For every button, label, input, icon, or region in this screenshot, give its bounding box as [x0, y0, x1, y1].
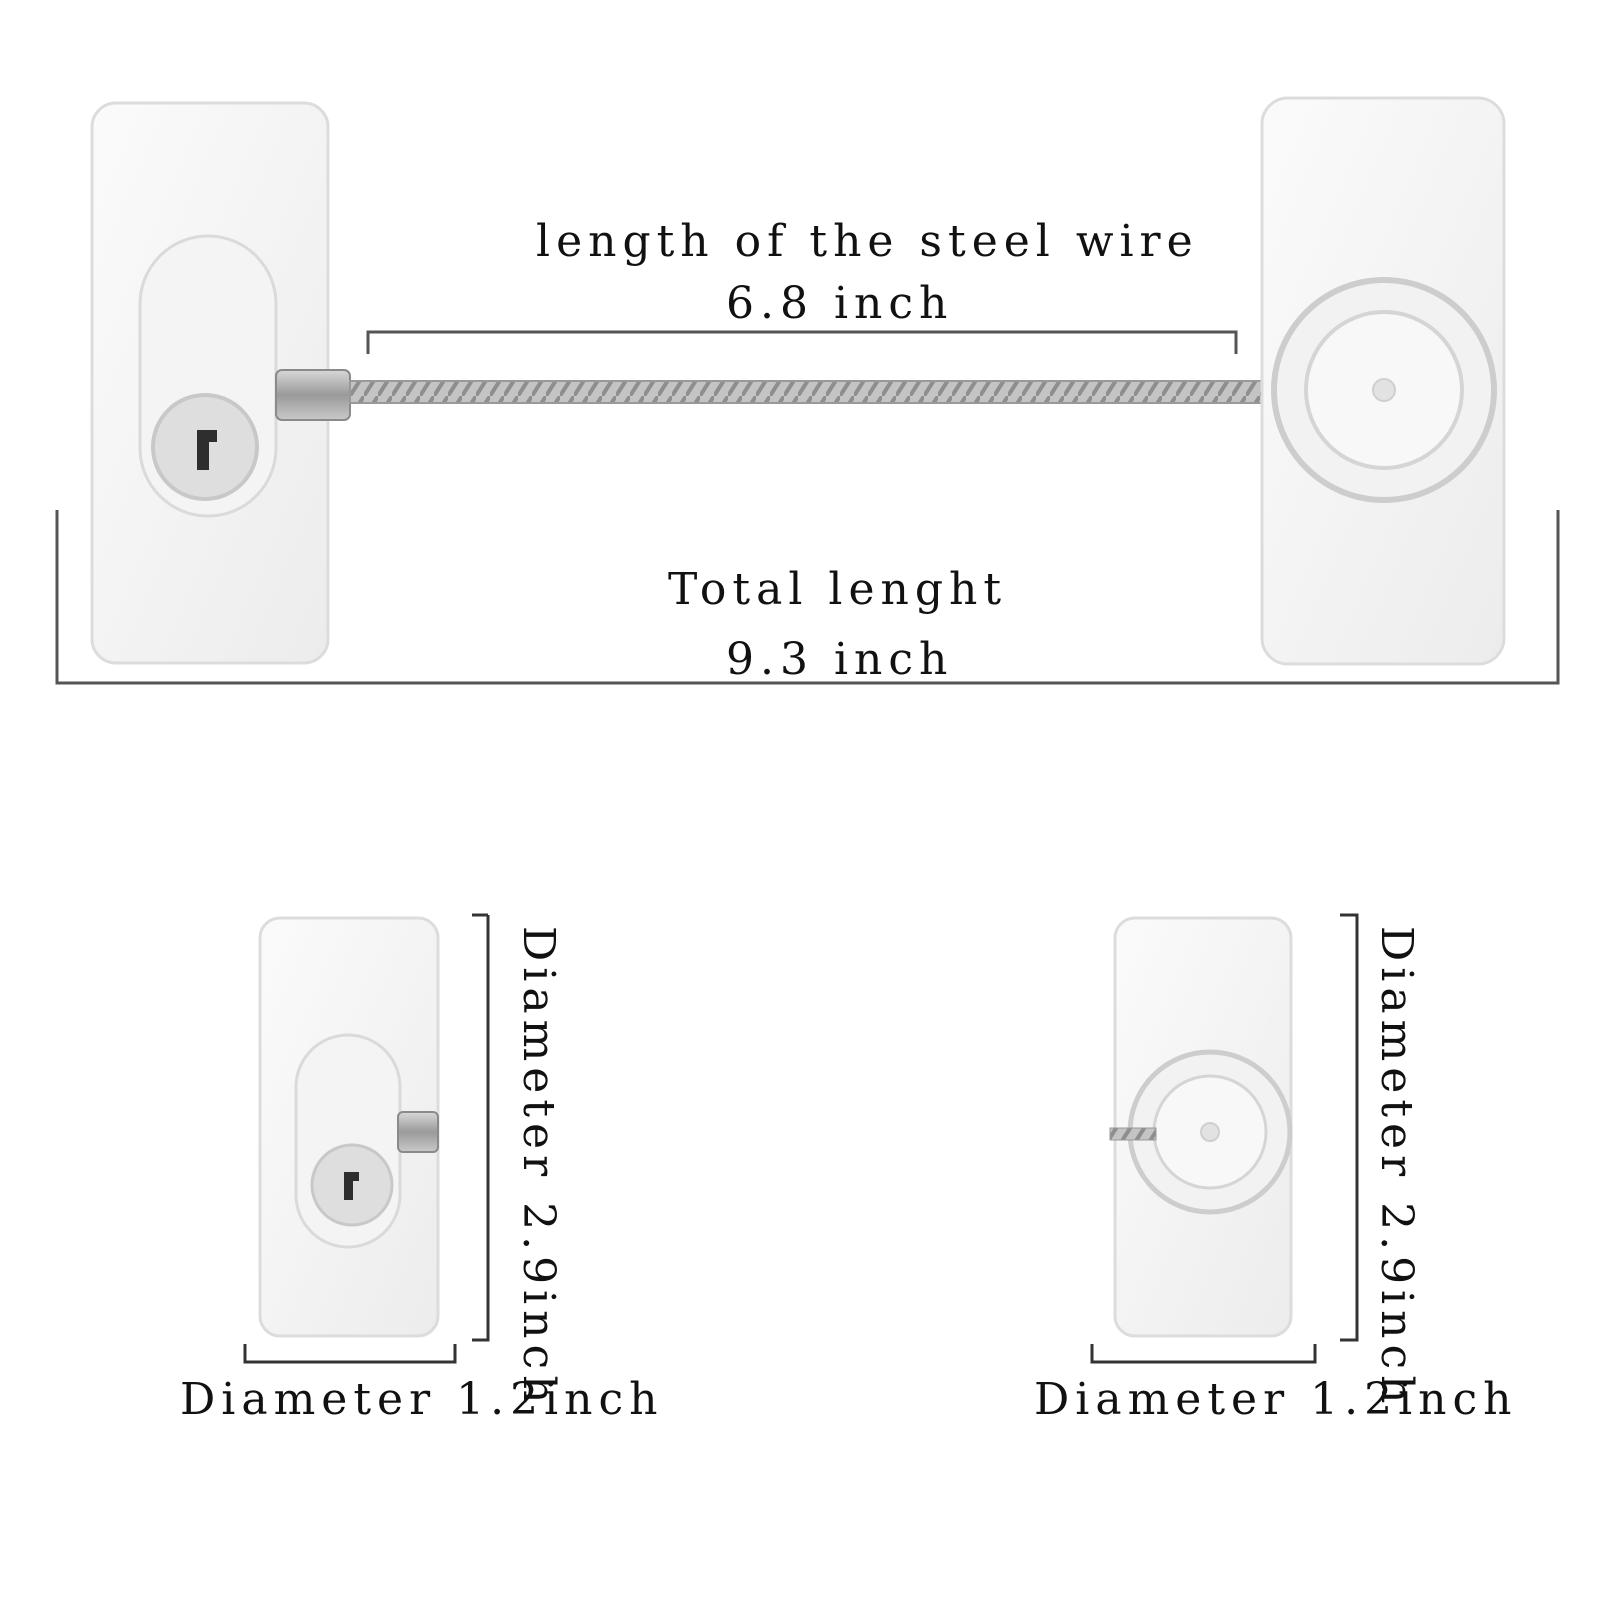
anchor-height-label: Diameter 2.9inch	[1371, 926, 1422, 1410]
lock-width-label: Diameter 1.2inch	[180, 1374, 664, 1425]
total-length-value: 9.3 inch	[726, 634, 954, 685]
steel-cable-icon	[349, 380, 1301, 404]
lock-height-label: Diameter 2.9inch	[513, 926, 564, 1410]
lock-plate-top	[90, 101, 351, 665]
anchor-height-bracket	[1340, 913, 1359, 1342]
anchor-width-label: Diameter 1.2inch	[1034, 1374, 1518, 1425]
wire-length-bracket	[366, 330, 1238, 354]
lock-height-bracket	[472, 913, 490, 1342]
wire-length-label: length of the steel wire	[536, 216, 1199, 267]
anchor-plate-top	[1260, 96, 1506, 666]
wire-length-value: 6.8 inch	[726, 278, 954, 329]
lock-width-bracket	[243, 1344, 457, 1364]
total-length-label: Total lenght	[668, 564, 1008, 615]
anchor-unit	[1109, 916, 1293, 1338]
anchor-width-bracket	[1090, 1344, 1317, 1364]
total-length-bracket	[55, 510, 1560, 685]
lock-unit	[258, 916, 440, 1338]
